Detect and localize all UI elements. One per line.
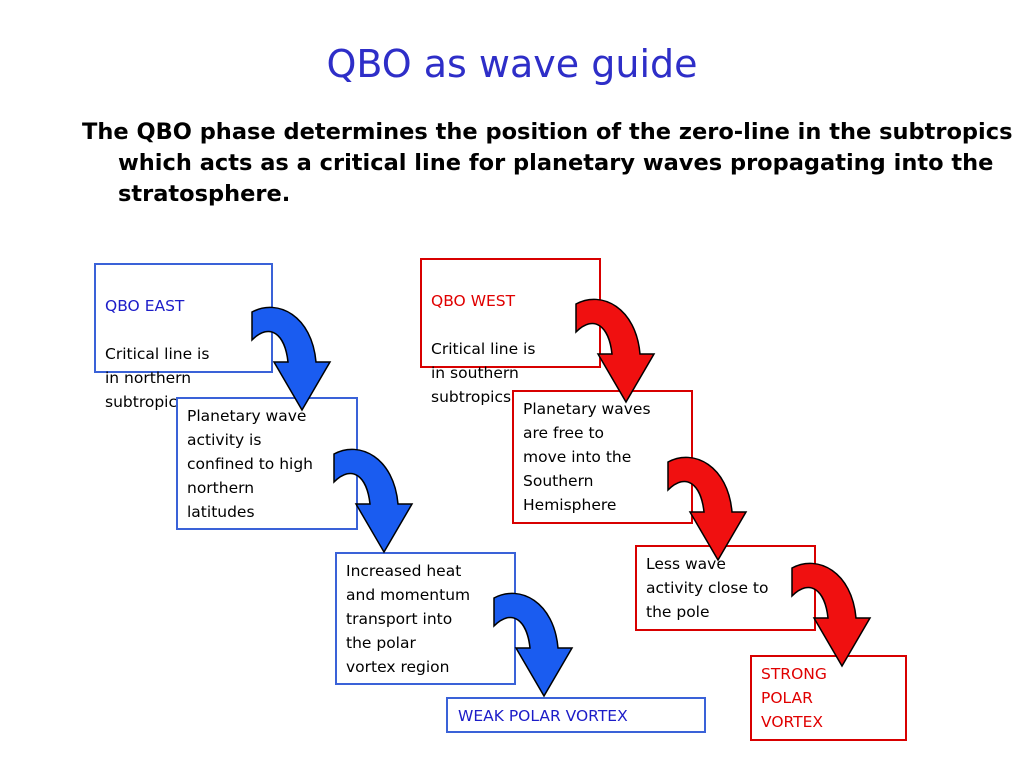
strong-polar-vortex-box: STRONG POLAR VORTEX: [750, 655, 907, 741]
qbo-west-heading: QBO WEST: [431, 292, 516, 310]
intro-paragraph: The QBO phase determines the position of…: [82, 119, 1013, 207]
qbo-east-text: Critical line is in northern subtropics: [105, 345, 210, 411]
east-step3-box: Increased heat and momentum transport in…: [335, 552, 516, 685]
west-step3-box: Less wave activity close to the pole: [635, 545, 816, 631]
west-step2-box: Planetary waves are free to move into th…: [512, 390, 693, 524]
east-step2-box: Planetary wave activity is confined to h…: [176, 397, 358, 530]
qbo-west-text: Critical line is in southern subtropics: [431, 340, 536, 406]
qbo-east-heading: QBO EAST: [105, 297, 185, 315]
qbo-west-box: QBO WEST Critical line is in southern su…: [420, 258, 601, 406]
page-title: QBO as wave guide: [326, 42, 698, 86]
qbo-east-box: QBO EAST Critical line is in northern su…: [94, 263, 273, 411]
weak-polar-vortex-box: WEAK POLAR VORTEX: [446, 697, 706, 733]
